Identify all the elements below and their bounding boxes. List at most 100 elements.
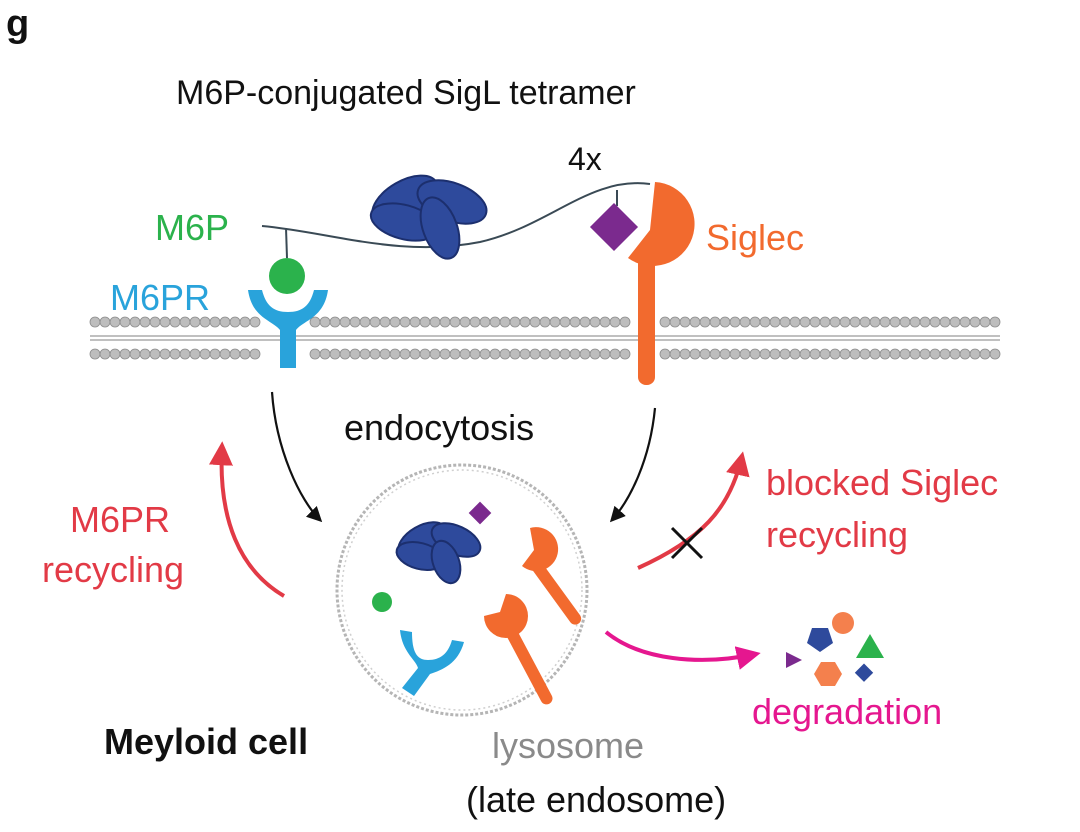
lipid-head: [709, 316, 721, 328]
lipid-head: [89, 316, 101, 328]
lipid-head: [889, 316, 901, 328]
lipid-head: [329, 316, 341, 328]
lipid-head: [899, 316, 911, 328]
lipid-head: [449, 316, 461, 328]
lipid-head: [319, 316, 331, 328]
lipid-head: [559, 316, 571, 328]
lipid-head: [579, 348, 591, 360]
lipid-head: [849, 316, 861, 328]
lipid-head: [509, 348, 521, 360]
lipid-head: [129, 348, 141, 360]
lipid-head: [219, 348, 231, 360]
internalized-sialic-acid: [468, 501, 492, 525]
siglec-label: Siglec: [706, 217, 804, 258]
lipid-head: [519, 316, 531, 328]
lipid-head: [319, 348, 331, 360]
lipid-head: [389, 316, 401, 328]
lipid-head: [109, 348, 121, 360]
lipid-head: [609, 348, 621, 360]
lipid-head: [759, 348, 771, 360]
degradation-arrow: [604, 630, 761, 670]
lipid-head: [379, 316, 391, 328]
lipid-head: [369, 348, 381, 360]
m6p-ligand: [269, 258, 305, 294]
lipid-head: [569, 348, 581, 360]
lipid-head: [419, 316, 431, 328]
lipid-head: [359, 348, 371, 360]
lipid-head: [169, 348, 181, 360]
lipid-head: [229, 316, 241, 328]
lipid-head: [829, 316, 841, 328]
lipid-head: [519, 348, 531, 360]
lipid-head: [839, 348, 851, 360]
internalized-m6pr: [400, 630, 464, 696]
lipid-head: [539, 316, 551, 328]
lipid-head: [619, 316, 631, 328]
internalized-m6p: [372, 592, 392, 612]
blocked-siglec-label-line1: blocked Siglec: [766, 462, 998, 503]
lipid-head: [479, 316, 491, 328]
m6p-tether: [285, 227, 288, 259]
lipid-head: [699, 316, 711, 328]
lipid-head: [389, 348, 401, 360]
lipid-head: [199, 348, 211, 360]
cell-membrane: [89, 316, 1001, 360]
diagram-title: M6P-conjugated SigL tetramer: [176, 74, 636, 112]
lipid-head: [169, 316, 181, 328]
lipid-head: [149, 316, 161, 328]
lipid-head: [969, 316, 981, 328]
lipid-head: [489, 348, 501, 360]
lipid-head: [879, 316, 891, 328]
lipid-head: [209, 316, 221, 328]
lipid-head: [699, 348, 711, 360]
lipid-head: [219, 316, 231, 328]
lipid-head: [109, 316, 121, 328]
lipid-head: [429, 316, 441, 328]
m6pr-label: M6PR: [110, 277, 210, 318]
blocked-siglec-label-line2: recycling: [766, 514, 908, 555]
lipid-head: [739, 316, 751, 328]
lipid-head: [689, 316, 701, 328]
lipid-head: [369, 316, 381, 328]
lipid-head: [119, 348, 131, 360]
lipid-head: [729, 316, 741, 328]
m6pr-recycling-label-line1: M6PR: [70, 499, 170, 540]
m6pr-recycling-label-line2: recycling: [42, 549, 184, 590]
lipid-head: [579, 316, 591, 328]
lipid-head: [239, 348, 251, 360]
lipid-head: [949, 316, 961, 328]
lipid-head: [159, 348, 171, 360]
lipid-head: [469, 316, 481, 328]
lipid-head: [349, 348, 361, 360]
internalized-siglec-2: [484, 594, 553, 705]
lipid-head: [529, 316, 541, 328]
lipid-head: [99, 348, 111, 360]
sialic-acid-ligand: [589, 202, 639, 252]
lipid-head: [249, 348, 261, 360]
lipid-head: [759, 316, 771, 328]
lipid-head: [679, 348, 691, 360]
lipid-head: [819, 348, 831, 360]
lipid-head: [829, 348, 841, 360]
lipid-head: [489, 316, 501, 328]
lipid-head: [939, 316, 951, 328]
degradation-products: [786, 612, 884, 686]
lipid-head: [669, 348, 681, 360]
lipid-head: [559, 348, 571, 360]
lipid-head: [769, 316, 781, 328]
lipid-head: [149, 348, 161, 360]
lipid-head: [609, 316, 621, 328]
linker-chain: [261, 182, 651, 249]
lipid-head: [309, 348, 321, 360]
lipid-head: [459, 316, 471, 328]
lipid-head: [659, 348, 671, 360]
lipid-head: [189, 316, 201, 328]
lipid-head: [119, 316, 131, 328]
lipid-head: [599, 348, 611, 360]
lipid-head: [959, 316, 971, 328]
lipid-head: [359, 316, 371, 328]
lipid-head: [779, 348, 791, 360]
lipid-head: [709, 348, 721, 360]
lipid-head: [809, 348, 821, 360]
lipid-head: [919, 348, 931, 360]
